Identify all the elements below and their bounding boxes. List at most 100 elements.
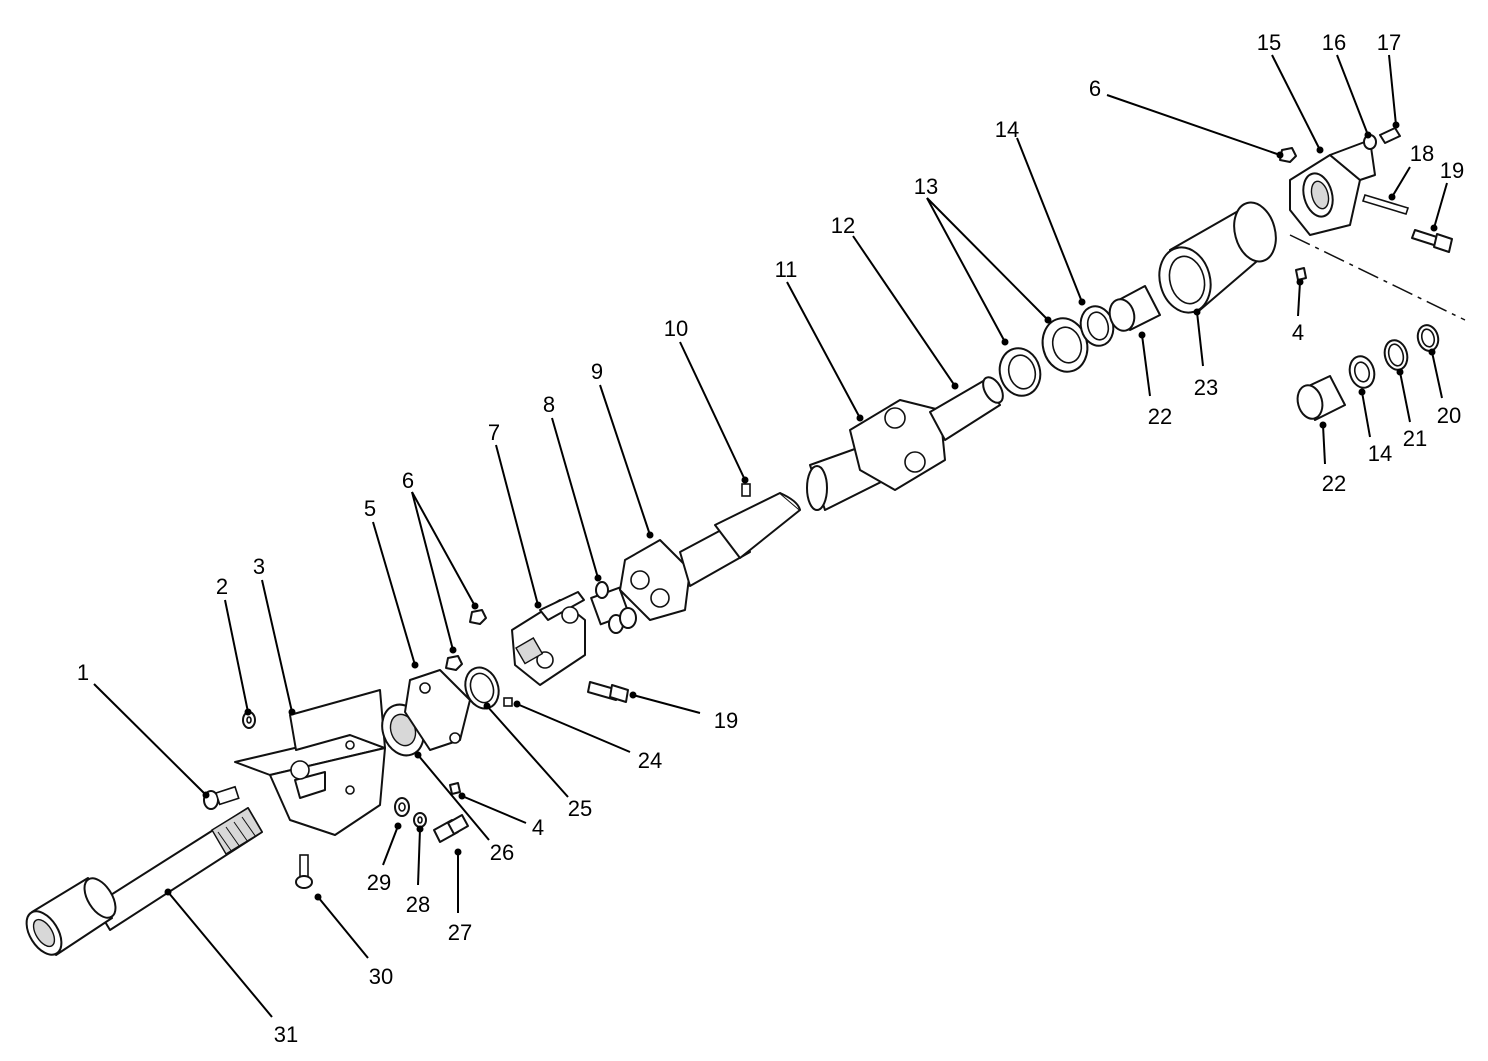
- leader-31: [167, 891, 273, 1018]
- callout-9: 9: [591, 359, 603, 384]
- leader-28: [417, 828, 421, 886]
- part-20-ring: [1416, 324, 1440, 352]
- leader-10: [679, 341, 746, 481]
- part-19-bolt-lower: [587, 681, 629, 703]
- part-7-yoke: [511, 591, 586, 686]
- callout-29: 29: [367, 870, 391, 895]
- part-30-bolt: [295, 854, 313, 889]
- leader-7: [495, 444, 539, 606]
- part-24-set-screw: [503, 697, 513, 707]
- part-29-washer: [394, 797, 410, 817]
- part-19-bolt-upper: [1411, 229, 1453, 253]
- callout-4-upper: 4: [1292, 320, 1304, 345]
- callout-1: 1: [77, 660, 89, 685]
- callout-21: 21: [1403, 426, 1427, 451]
- part-5-flange-housing: [404, 669, 471, 751]
- part-22-bushing-upper: [1108, 285, 1161, 332]
- callout-24: 24: [638, 748, 662, 773]
- leader-13-2: [926, 197, 1049, 321]
- leader-18: [1391, 166, 1411, 198]
- leader-5: [372, 521, 416, 666]
- centerline: [1289, 234, 1466, 321]
- leader-11: [786, 281, 861, 419]
- leader-26: [417, 754, 490, 841]
- leader-6a-2: [411, 491, 454, 651]
- callout-16: 16: [1322, 30, 1346, 55]
- part-1-carriage-bolt: [203, 785, 240, 810]
- part-8-cross-journal: [590, 581, 637, 634]
- part-17-bolt: [1379, 127, 1401, 144]
- leader-24: [516, 703, 631, 753]
- leader-6a-1: [411, 491, 476, 607]
- part-12-inner-tube: [929, 376, 1004, 441]
- part-14-washer-lower: [1348, 355, 1376, 389]
- part-21-snap-ring: [1383, 339, 1409, 371]
- part-11-universal-joint: [806, 399, 946, 511]
- part-25-ring: [464, 666, 500, 710]
- callout-10: 10: [664, 316, 688, 341]
- callout-14-lower: 14: [1368, 441, 1392, 466]
- part-outer-tube: [714, 492, 801, 559]
- leader-lines: [93, 54, 1448, 1018]
- part-23-housing: [1158, 201, 1277, 314]
- part-28-lock-washer: [413, 812, 427, 828]
- leader-dots: [164, 121, 1438, 901]
- leader-3: [261, 579, 293, 713]
- part-3-bracket: [234, 689, 386, 836]
- callout-6-right: 6: [1089, 76, 1101, 101]
- part-14-washer-upper: [1079, 305, 1115, 347]
- leader-13-1: [926, 197, 1006, 343]
- callout-17: 17: [1377, 30, 1401, 55]
- callout-31: 31: [274, 1022, 298, 1047]
- part-13-seal-b: [1041, 317, 1089, 373]
- callout-30: 30: [369, 964, 393, 989]
- leader-19b: [1433, 182, 1448, 229]
- leader-21: [1399, 371, 1411, 423]
- part-15-flange-hub: [1289, 139, 1376, 236]
- part-22-bushing-lower: [1296, 375, 1346, 421]
- callout-18: 18: [1410, 141, 1434, 166]
- leader-20: [1431, 351, 1443, 399]
- callout-22-upper: 22: [1148, 404, 1172, 429]
- callout-14-upper: 14: [995, 117, 1019, 142]
- leader-19a: [632, 694, 701, 714]
- callout-27: 27: [448, 920, 472, 945]
- callout-19-lower: 19: [714, 708, 738, 733]
- leader-16: [1336, 54, 1369, 136]
- part-13-seal-a: [998, 347, 1042, 397]
- leader-4b: [1297, 281, 1301, 317]
- leader-14b: [1361, 391, 1371, 438]
- leader-9: [599, 384, 651, 536]
- part-31-splined-shaft: [25, 807, 263, 956]
- leader-22b: [1322, 424, 1326, 465]
- callout-20: 20: [1437, 403, 1461, 428]
- leader-22a: [1141, 334, 1151, 397]
- callout-11: 11: [775, 257, 798, 282]
- callout-12: 12: [831, 213, 855, 238]
- callout-2: 2: [216, 574, 228, 599]
- leader-4a: [461, 795, 527, 824]
- leader-12: [852, 235, 956, 387]
- callout-25: 25: [568, 796, 592, 821]
- leader-8: [551, 417, 599, 579]
- part-6-nut-upper: [469, 609, 487, 625]
- callout-23: 23: [1194, 375, 1218, 400]
- leader-29: [382, 825, 399, 866]
- callout-28: 28: [406, 892, 430, 917]
- part-6-nut-lower: [445, 655, 463, 671]
- leader-15: [1271, 54, 1321, 151]
- leader-17: [1388, 54, 1397, 126]
- callout-13: 13: [914, 174, 938, 199]
- callout-26: 26: [490, 840, 514, 865]
- callout-5: 5: [364, 496, 376, 521]
- part-27-bolt: [433, 814, 469, 843]
- callout-6-left: 6: [402, 468, 414, 493]
- leader-25: [486, 705, 569, 798]
- callout-7: 7: [488, 420, 500, 445]
- leader-2: [224, 599, 249, 713]
- leader-14a: [1016, 137, 1083, 303]
- callout-4-lower: 4: [532, 815, 544, 840]
- callout-19-upper: 19: [1440, 158, 1464, 183]
